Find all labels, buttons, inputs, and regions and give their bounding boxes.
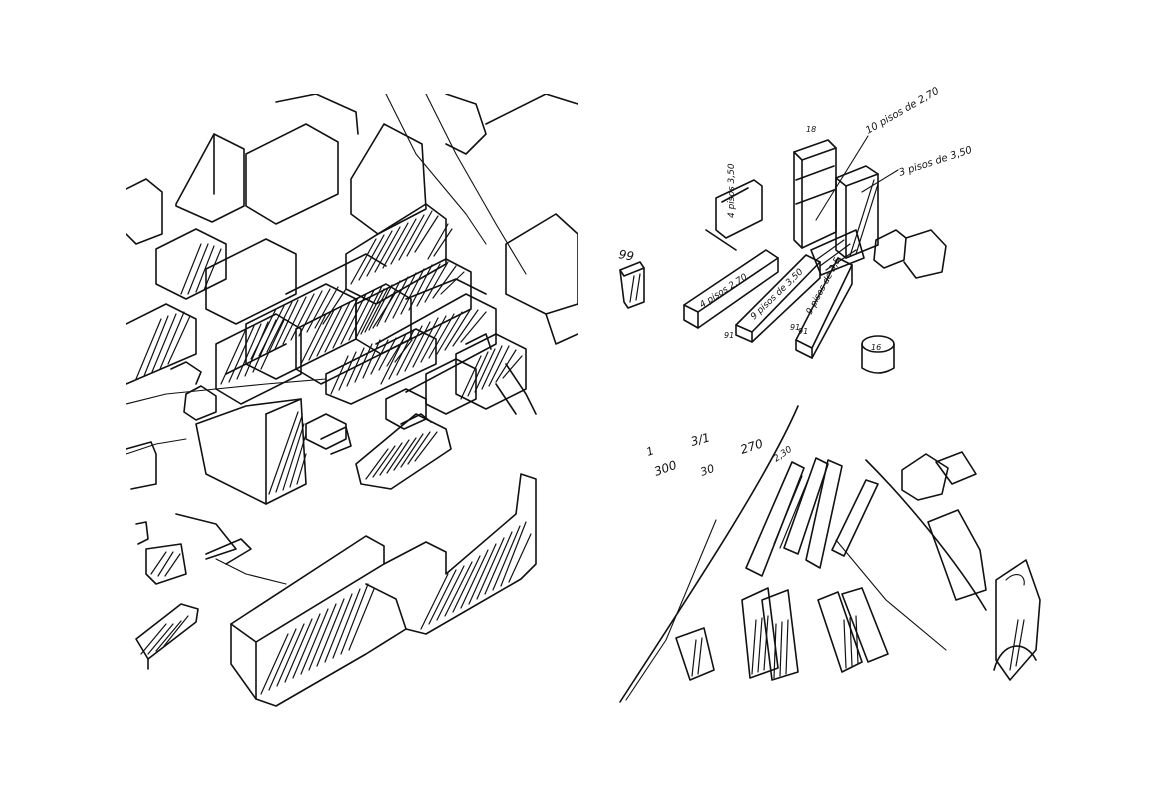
annotation-n300: 300 [652,458,679,479]
large-block [126,378,327,505]
shadow-hatching [135,210,487,395]
lower-proposal-sketch: 1 300 3/1 30 270 2,30 [619,405,1041,703]
middle-cluster [305,333,537,490]
annotation-91b: 91 [798,327,808,336]
annotation-n30: 30 [699,462,717,479]
long-bottom-building [230,473,537,707]
sketch-left-city-aerial [126,94,578,710]
sketch-right-svg: 99 4 pisos 2,70 91 4 pisos 3,50 9 pisos … [617,86,1041,703]
lower-left-pieces [126,441,287,670]
sketch-left-svg [126,94,578,707]
annotation-91c: 91 [790,323,800,332]
annotation-18: 18 [806,125,816,134]
annotation-floors-b: 3 pisos de 3,50 [898,145,974,179]
upper-proposal-sketch: 99 4 pisos 2,70 91 4 pisos 3,50 9 pisos … [617,86,974,374]
sketch-right-proposals: 99 4 pisos 2,70 91 4 pisos 3,50 9 pisos … [606,80,1046,710]
annotation-floors-f: 4 pisos 3,50 [727,163,737,218]
annotation-91a: 91 [724,331,734,340]
annotation-n2-30: 2,30 [772,445,794,465]
cylinder-label: 16 [871,343,881,352]
annotation-n1: 1 [645,444,656,459]
annotation-fraction: 3/1 [689,430,711,449]
background-blocks [126,94,578,345]
tower-number-label: 99 [617,247,634,263]
annotation-floors-c: 9 pisos de 3,50 [749,267,806,322]
annotation-n270: 270 [739,436,765,457]
annotation-floors-a: 10 pisos de 2,70 [864,86,941,137]
